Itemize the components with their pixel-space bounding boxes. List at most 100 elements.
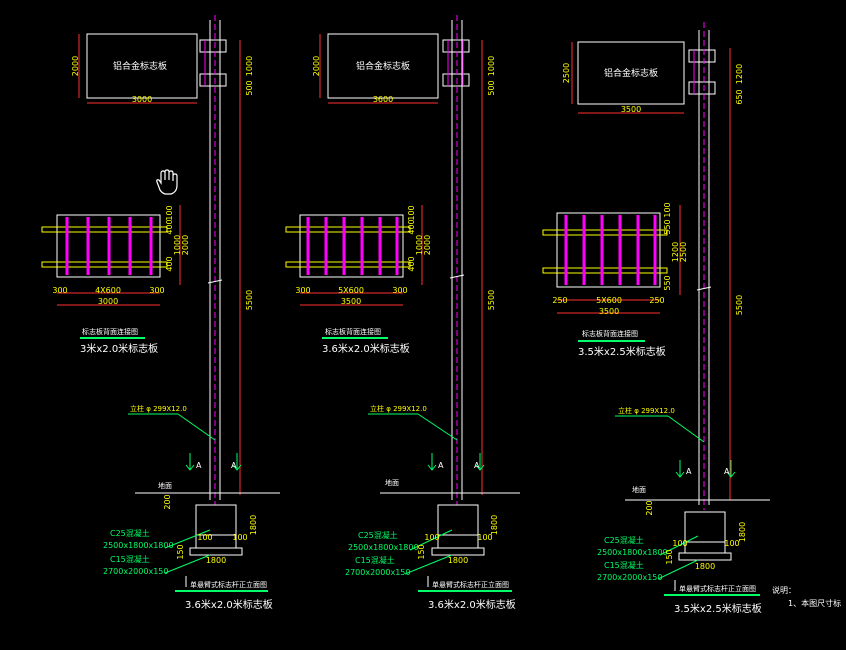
dim-gap: 500 bbox=[487, 80, 496, 95]
dim-gap: 650 bbox=[735, 89, 744, 104]
section-mark-left: A bbox=[196, 461, 202, 470]
concrete-upper: C25混凝土 bbox=[358, 530, 398, 540]
sign-label: 铝合金标志板 bbox=[113, 60, 167, 72]
dim-sign-width: 3500 bbox=[621, 105, 641, 114]
foundation-base bbox=[678, 552, 732, 561]
frame-dim-total: 2000 bbox=[181, 235, 190, 255]
foundation-block[interactable] bbox=[195, 504, 237, 536]
foot-base: 150 bbox=[176, 544, 185, 559]
dim-top: 1200 bbox=[735, 64, 744, 84]
section-mark-left: A bbox=[438, 461, 444, 470]
ground-label: 地面 bbox=[632, 485, 646, 494]
leader-line bbox=[409, 529, 453, 551]
frame-dim-total-w: 3000 bbox=[98, 297, 118, 306]
section-arrow-left bbox=[675, 460, 685, 478]
dim-sign-width: 3000 bbox=[132, 95, 152, 104]
leader-line bbox=[177, 413, 216, 441]
foundation-block[interactable] bbox=[684, 511, 726, 543]
frame-dim-a: 550 bbox=[663, 275, 672, 290]
sign-label: 铝合金标志板 bbox=[604, 67, 658, 79]
foot-width: 1800 bbox=[448, 556, 468, 565]
ground-dim: 200 bbox=[645, 500, 654, 515]
concrete-lower-size: 2700x2000x150 bbox=[345, 568, 410, 577]
frame-dim-grid: 5X600 bbox=[338, 286, 364, 295]
concrete-lower-size: 2700x2000x150 bbox=[103, 567, 168, 576]
plan-caption: 3米x2.0米标志板 bbox=[80, 342, 158, 355]
pole-break-mark bbox=[207, 279, 223, 284]
dim-top: 1000 bbox=[487, 56, 496, 76]
sign-board[interactable] bbox=[327, 33, 439, 99]
section-arrow-right bbox=[232, 453, 242, 471]
pole-break-mark bbox=[449, 274, 465, 279]
section-arrow-left bbox=[185, 453, 195, 471]
frame-dim-a: 400 bbox=[165, 256, 174, 271]
concrete-upper-size: 2500x1800x1800 bbox=[103, 541, 174, 550]
section-mark-right: A bbox=[724, 467, 730, 476]
plan-caption: 3.5米x2.5米标志板 bbox=[578, 345, 666, 358]
frame-ribs bbox=[65, 217, 153, 275]
elev-caption: 3.6米x2.0米标志板 bbox=[185, 598, 273, 611]
frame-dim-right: 300 bbox=[149, 286, 164, 295]
notes-line-1: 1、本图尺寸标 bbox=[788, 598, 841, 608]
section-arrow-left bbox=[427, 453, 437, 471]
bracket-upper bbox=[442, 39, 470, 53]
frame-dim-right: 300 bbox=[392, 286, 407, 295]
frame-rail-lower bbox=[542, 267, 668, 274]
plan-title: 标志板背面连接图 bbox=[582, 329, 638, 338]
plan-title: 标志板背面连接图 bbox=[82, 327, 138, 336]
frame-dim-total: 2500 bbox=[679, 242, 688, 262]
bracket-lower bbox=[688, 81, 716, 95]
frame-outline[interactable] bbox=[299, 214, 404, 278]
plan-title: 标志板背面连接图 bbox=[325, 327, 381, 336]
frame-rail-lower bbox=[285, 261, 411, 268]
pole-spec: 立柱 φ 299X12.0 bbox=[618, 406, 675, 415]
dim-pole-height: 5500 bbox=[735, 295, 744, 315]
concrete-lower: C15混凝土 bbox=[355, 555, 395, 565]
foot-height: 1800 bbox=[738, 522, 747, 542]
sign-board[interactable] bbox=[577, 41, 685, 105]
section-arrow-right bbox=[726, 460, 736, 478]
frame-dim-grid: 5X600 bbox=[596, 296, 622, 305]
elev-caption: 3.6米x2.0米标志板 bbox=[428, 598, 516, 611]
frame-dim-left: 300 bbox=[295, 286, 310, 295]
elev-title: 单悬臂式标志杆正立面图 bbox=[432, 580, 509, 589]
frame-ribs bbox=[564, 215, 657, 285]
concrete-lower-size: 2700x2000x150 bbox=[597, 573, 662, 582]
section-mark-right: A bbox=[474, 461, 480, 470]
dim-sign-width: 3600 bbox=[373, 95, 393, 104]
foundation-block[interactable] bbox=[437, 504, 479, 536]
dim-pole-height: 5500 bbox=[245, 290, 254, 310]
frame-dim-b: 100 bbox=[165, 205, 174, 220]
section-arrow-right bbox=[475, 453, 485, 471]
foot-height: 1800 bbox=[490, 515, 499, 535]
frame-dim-mid: 1000 bbox=[415, 235, 424, 255]
panel-2: 铝合金标志板 2000 3600 1000 500 5500 100 400 1 bbox=[285, 15, 520, 611]
ground-dim: 200 bbox=[163, 494, 172, 509]
leader-line bbox=[164, 529, 211, 549]
frame-rail-lower bbox=[41, 261, 168, 268]
frame-dim-b: 100 bbox=[407, 205, 416, 220]
foot-left: 100 bbox=[424, 533, 439, 542]
foundation-base bbox=[189, 547, 243, 556]
concrete-upper-size: 2500x1800x1800 bbox=[597, 548, 668, 557]
leader-line bbox=[404, 554, 453, 575]
dim-pole-height: 5500 bbox=[487, 290, 496, 310]
dim-top: 1000 bbox=[245, 56, 254, 76]
sign-board[interactable] bbox=[86, 33, 198, 99]
concrete-lower: C15混凝土 bbox=[110, 554, 150, 564]
concrete-upper: C25混凝土 bbox=[110, 528, 150, 538]
foot-width: 1800 bbox=[206, 556, 226, 565]
leader-line bbox=[417, 413, 458, 441]
ground-label: 地面 bbox=[385, 478, 399, 487]
frame-dim-inner: 550 bbox=[663, 219, 672, 234]
frame-dim-mid: 1200 bbox=[671, 242, 680, 262]
concrete-upper-size: 2500x1800x1800 bbox=[348, 543, 419, 552]
frame-outline[interactable] bbox=[56, 214, 161, 278]
frame-outline[interactable] bbox=[556, 212, 661, 288]
sign-label: 铝合金标志板 bbox=[356, 60, 410, 72]
hand-cursor-icon bbox=[156, 169, 178, 195]
dim-sign-height: 2000 bbox=[312, 56, 321, 76]
panel-1: 铝合金标志板 2000 3000 1000 500 5500 100 bbox=[41, 15, 280, 611]
frame-rail-upper bbox=[542, 229, 668, 236]
